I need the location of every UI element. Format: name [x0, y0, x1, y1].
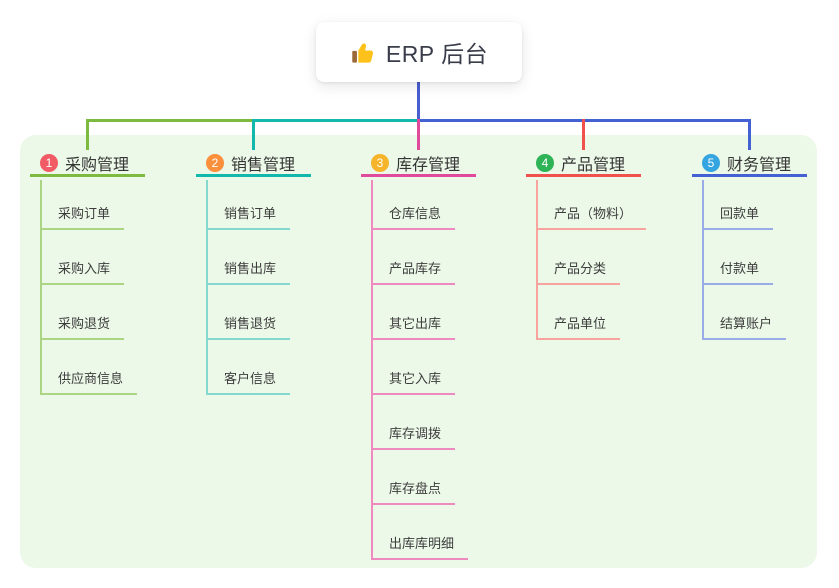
child-spine-line — [40, 180, 42, 395]
branch-drop-connector — [86, 119, 89, 150]
branch-node-1[interactable]: 1 采购管理 — [30, 152, 145, 177]
child-node[interactable]: 付款单 — [702, 259, 774, 285]
child-spine-line — [536, 180, 538, 340]
branch-node-5[interactable]: 5 财务管理 — [692, 152, 807, 177]
child-node[interactable]: 库存盘点 — [371, 479, 456, 505]
root-node[interactable]: ERP 后台 — [316, 22, 522, 82]
thumbs-up-icon — [350, 39, 377, 66]
mindmap-panel-background — [20, 135, 817, 568]
branch-drop-connector — [748, 119, 751, 150]
child-spine-line — [371, 180, 373, 560]
child-spine-line — [206, 180, 208, 395]
branch-label: 财务管理 — [727, 157, 792, 174]
child-node[interactable]: 采购退货 — [40, 314, 125, 340]
child-node[interactable]: 产品（物料） — [536, 204, 647, 230]
child-node[interactable]: 产品库存 — [371, 259, 456, 285]
root-connector-line — [417, 82, 420, 120]
child-node[interactable]: 其它出库 — [371, 314, 456, 340]
child-node[interactable]: 库存调拨 — [371, 424, 456, 450]
child-node[interactable]: 客户信息 — [206, 369, 291, 395]
branch-badge: 1 — [40, 154, 58, 172]
child-node[interactable]: 回款单 — [702, 204, 774, 230]
root-title: ERP 后台 — [385, 41, 489, 67]
branch-drop-connector — [582, 119, 585, 150]
child-node[interactable]: 仓库信息 — [371, 204, 456, 230]
child-node[interactable]: 销售订单 — [206, 204, 291, 230]
branch-node-2[interactable]: 2 销售管理 — [196, 152, 311, 177]
branch-horizontal-connector — [253, 119, 420, 122]
branch-drop-connector — [417, 119, 420, 150]
child-node[interactable]: 销售退货 — [206, 314, 291, 340]
branch-node-3[interactable]: 3 库存管理 — [361, 152, 476, 177]
child-node[interactable]: 产品分类 — [536, 259, 621, 285]
branch-label: 采购管理 — [65, 157, 130, 174]
branch-badge: 3 — [371, 154, 389, 172]
branch-horizontal-connector — [86, 119, 255, 122]
branch-label: 库存管理 — [396, 157, 461, 174]
branch-badge: 5 — [702, 154, 720, 172]
child-node[interactable]: 采购订单 — [40, 204, 125, 230]
branch-badge: 2 — [206, 154, 224, 172]
child-node[interactable]: 销售出库 — [206, 259, 291, 285]
child-spine-line — [702, 180, 704, 340]
child-node[interactable]: 供应商信息 — [40, 369, 138, 395]
branch-badge: 4 — [536, 154, 554, 172]
branch-label: 销售管理 — [231, 157, 296, 174]
branch-drop-connector — [252, 119, 255, 150]
branch-label: 产品管理 — [561, 157, 626, 174]
child-node[interactable]: 其它入库 — [371, 369, 456, 395]
child-node[interactable]: 采购入库 — [40, 259, 125, 285]
branch-node-4[interactable]: 4 产品管理 — [526, 152, 641, 177]
child-node[interactable]: 产品单位 — [536, 314, 621, 340]
child-node[interactable]: 结算账户 — [702, 314, 787, 340]
child-node[interactable]: 出库库明细 — [371, 534, 469, 560]
